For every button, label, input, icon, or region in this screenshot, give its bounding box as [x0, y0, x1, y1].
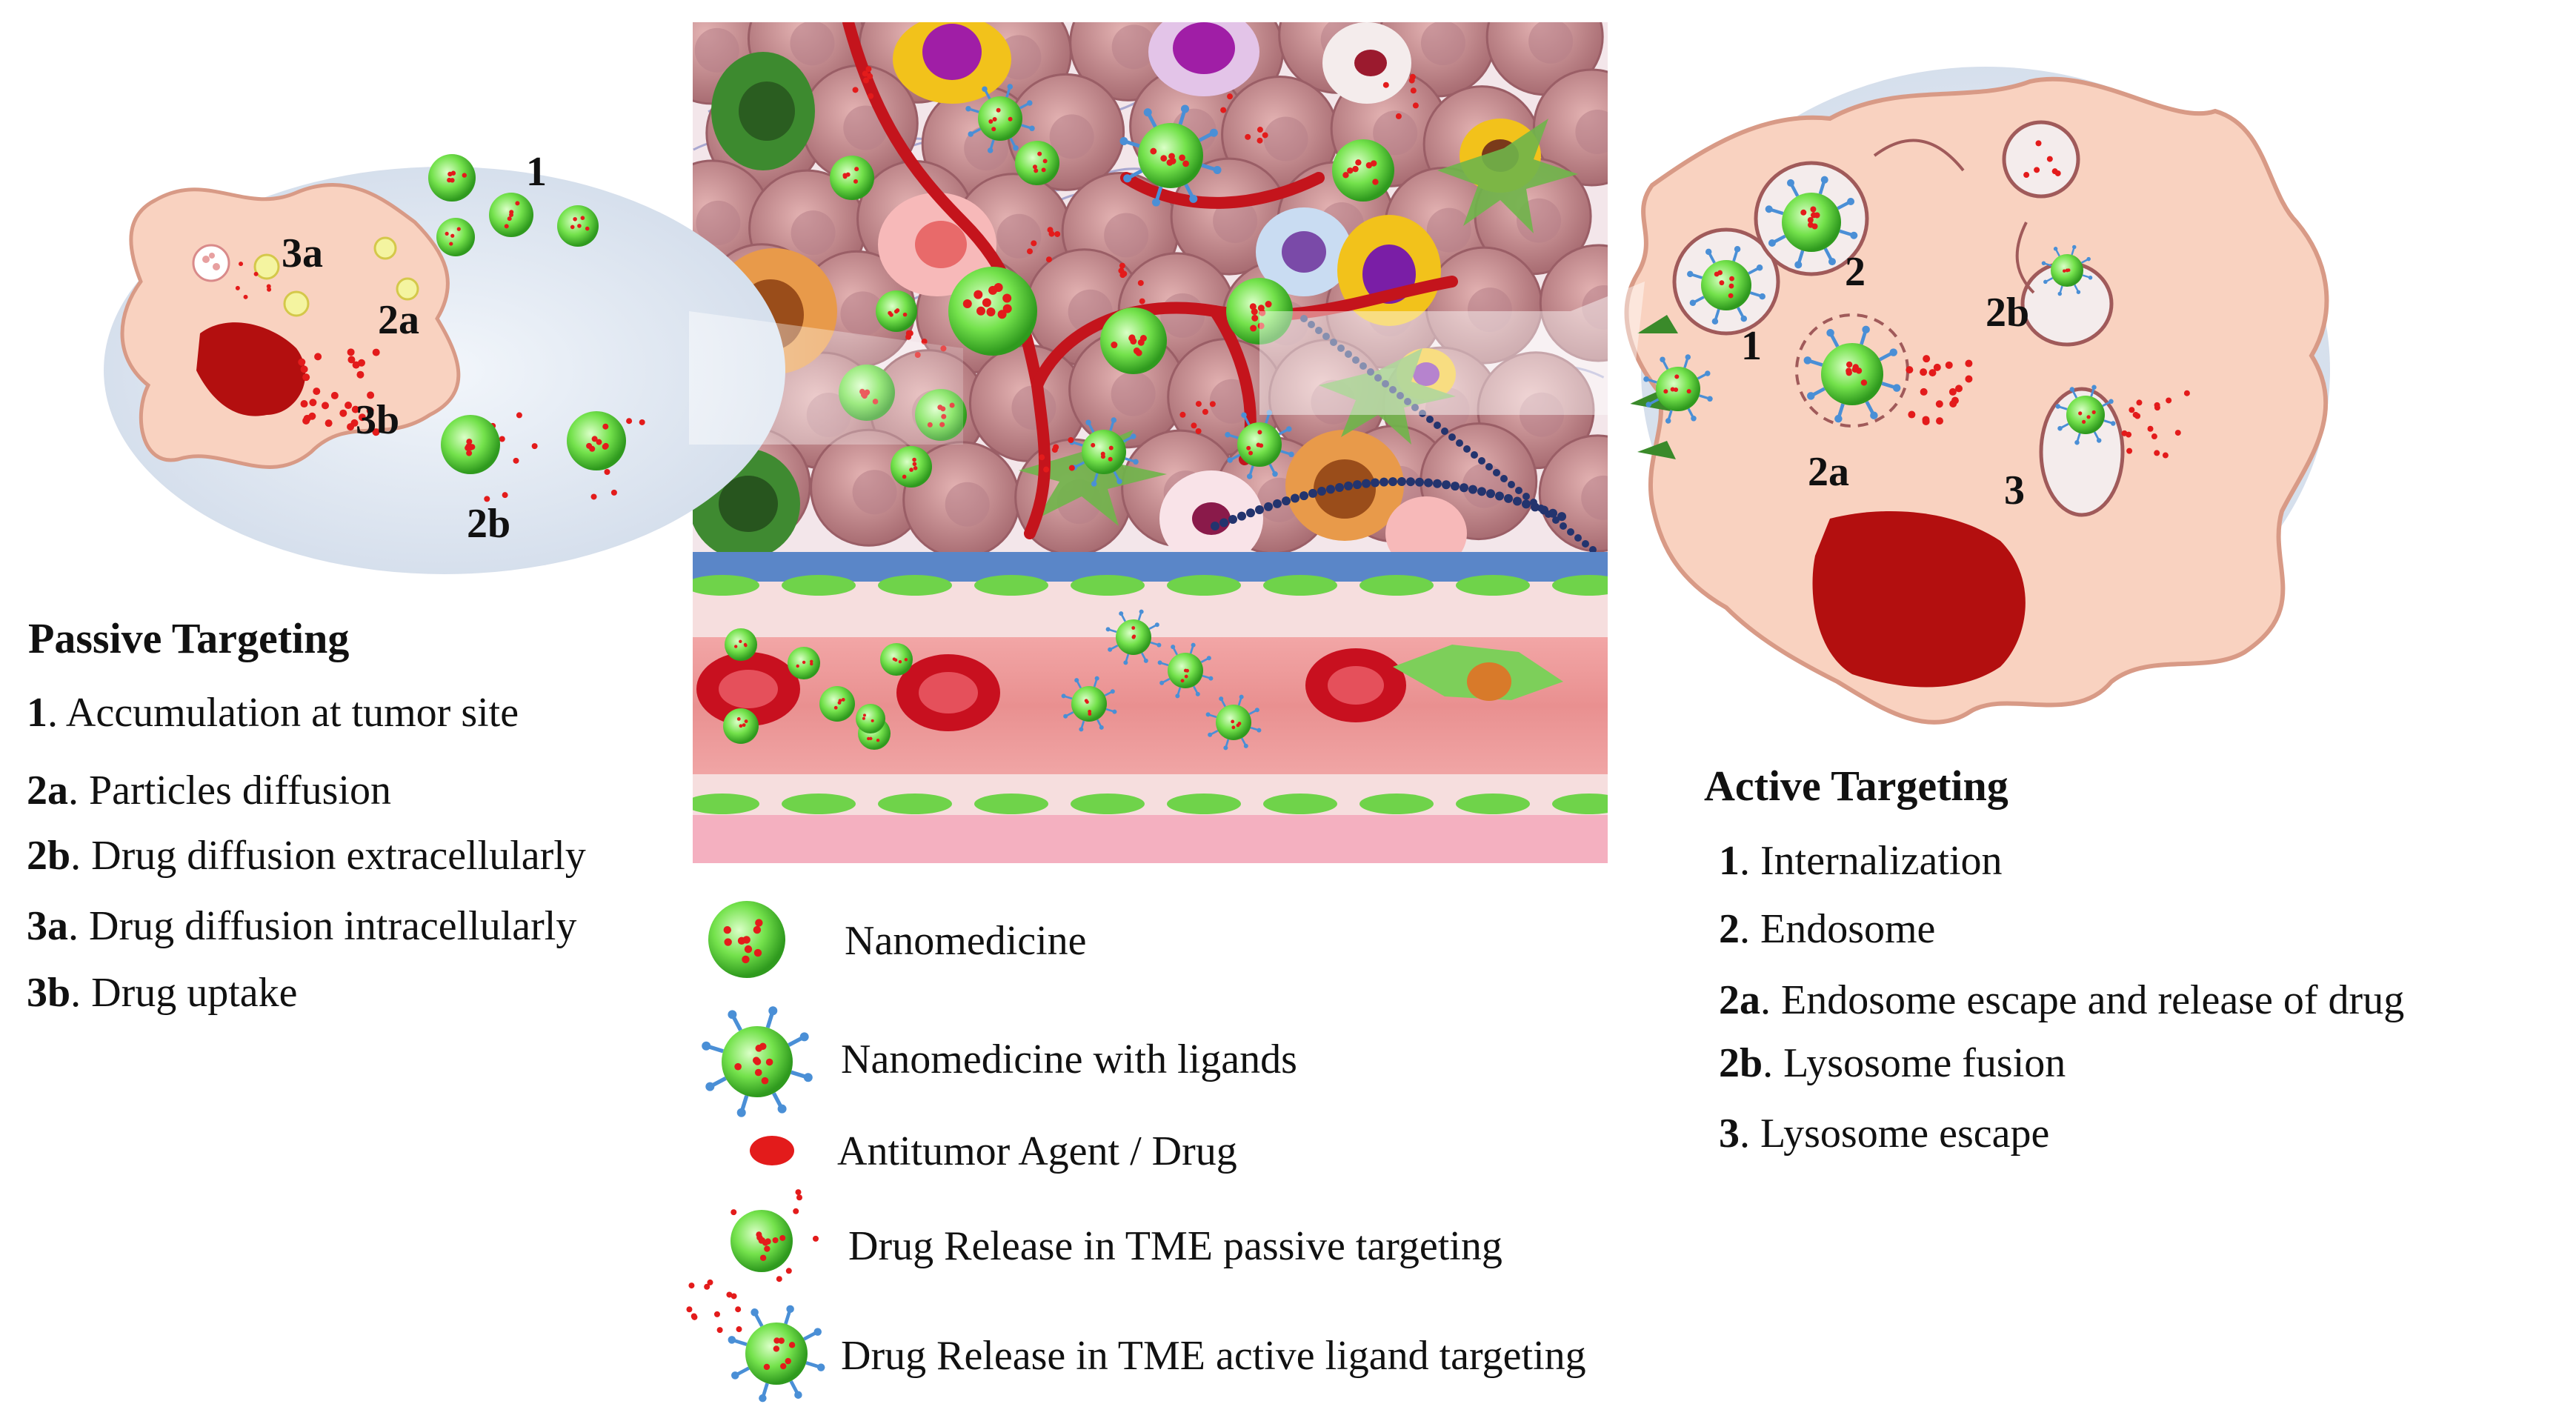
active-release-particle — [728, 1305, 825, 1403]
nanomedicine-ligands-icon — [702, 1006, 813, 1117]
legend-icons — [686, 901, 825, 1403]
nanomedicine-particle — [965, 84, 1035, 153]
nanomedicine-particle — [1105, 609, 1162, 665]
passive-heading: Passive Targeting — [28, 614, 350, 662]
active-item-2b: 2b. Lysosome fusion — [1719, 1040, 2066, 1086]
active-release-icon — [686, 1279, 825, 1403]
nanomedicine-particle — [1687, 246, 1765, 325]
active-item-2a: 2a. Endosome escape and release of drug — [1719, 977, 2405, 1023]
nanomedicine-particle — [819, 686, 855, 722]
passive-marker-2a: 2a — [378, 297, 419, 343]
nanomedicine-particle — [891, 446, 932, 488]
nanomedicine-particle — [725, 628, 757, 661]
nanomedicine-particle — [880, 643, 913, 676]
nanomedicine-particle — [788, 647, 820, 679]
nanomedicine-particle — [1225, 410, 1294, 479]
nanomedicine-particle — [948, 267, 1037, 356]
nanomedicine-particle — [1803, 325, 1901, 423]
passive-marker-3b: 3b — [356, 397, 399, 443]
active-item-2: 2. Endosome — [1719, 906, 1936, 952]
tumor-microenvironment-panel — [693, 22, 1608, 863]
left-drug-dots — [235, 262, 645, 502]
nanomedicine-particle — [723, 708, 759, 744]
active-targeting-bubble: 2 1 2b 2a 3 — [1624, 67, 2330, 725]
red-blood-cell-highlights — [719, 666, 1384, 713]
active-marker-1: 1 — [1741, 323, 1762, 369]
right-drug-dots — [1906, 140, 2190, 459]
nanomedicine-particle — [428, 154, 476, 202]
blood-vessel — [693, 552, 1608, 863]
passive-item-1: 1. Accumulation at tumor site — [27, 690, 519, 736]
nanomedicine-particle — [1332, 139, 1394, 202]
active-step-markers: 2 1 2b 2a 3 — [1741, 249, 2029, 513]
passive-item-3a: 3a. Drug diffusion intracellularly — [27, 903, 577, 949]
nanomedicine-particle — [489, 193, 533, 237]
active-marker-2b: 2b — [1986, 290, 2029, 336]
nanomedicine-particle — [2055, 385, 2116, 445]
passive-zoom-beam — [689, 311, 963, 445]
passive-targeting-bubble: 1 3a 2a 3b 2b — [104, 149, 785, 574]
nanomedicine-particle — [856, 704, 885, 733]
nanomedicine-particle — [1015, 141, 1059, 185]
nanomedicine-particle — [557, 205, 599, 247]
passive-release-particle — [730, 1210, 793, 1272]
nanomedicine-particle — [2041, 244, 2093, 296]
passive-release-icon — [730, 1189, 819, 1282]
nanomedicine-particle — [441, 415, 500, 474]
legend-label-nanomedicine-ligands: Nanomedicine with ligands — [841, 1037, 1297, 1082]
active-zoom-beam — [1259, 282, 1645, 415]
passive-marker-3a: 3a — [282, 230, 323, 276]
nanomedicine-particle — [1119, 104, 1222, 207]
nanomedicine-particle — [1765, 176, 1858, 269]
passive-item-2a: 2a. Particles diffusion — [27, 768, 392, 814]
active-item-3: 3. Lysosome escape — [1719, 1111, 2050, 1157]
fibroblasts — [1019, 119, 1578, 526]
active-marker-2: 2 — [1845, 249, 1866, 295]
passive-item-2b: 2b. Drug diffusion extracellularly — [27, 833, 586, 879]
legend-label-passive-release: Drug Release in TME passive targeting — [848, 1223, 1502, 1269]
active-marker-2a: 2a — [1808, 449, 1849, 495]
drug-icon — [750, 1136, 794, 1165]
passive-marker-1: 1 — [526, 149, 547, 195]
right-nanomedicine — [1643, 176, 2116, 445]
tumor-cell — [1539, 244, 1608, 362]
nanomedicine-particle — [1069, 417, 1139, 487]
passive-marker-2b: 2b — [467, 501, 510, 547]
nanomedicine-particle — [1226, 278, 1293, 345]
nanomedicine-particle — [436, 218, 475, 256]
nanomedicine-particle — [1643, 354, 1713, 424]
nanomedicine-particle — [830, 156, 874, 200]
passive-step-markers: 1 3a 2a 3b 2b — [282, 149, 547, 547]
nanomedicine-particle — [1205, 694, 1262, 751]
nanomedicine-particle — [1100, 307, 1167, 374]
active-heading: Active Targeting — [1704, 762, 2008, 810]
legend-label-drug: Antitumor Agent / Drug — [837, 1128, 1237, 1174]
nanomedicine-particle — [1061, 676, 1117, 732]
immune-cells — [693, 22, 1541, 570]
nanomedicine-icon — [708, 901, 785, 978]
nanomedicine-in-tissue — [830, 84, 1394, 488]
left-nanomedicine — [428, 154, 626, 474]
nanomedicine-particle — [876, 290, 917, 332]
chemokine-chains — [1211, 315, 1597, 553]
nanomedicine-particle — [1157, 642, 1214, 699]
active-item-1: 1. Internalization — [1719, 838, 2003, 884]
drug-dots-in-tissue — [852, 66, 1419, 473]
legend-label-active-release: Drug Release in TME active ligand target… — [841, 1333, 1586, 1379]
tumor-cell — [1532, 68, 1608, 187]
legend-label-nanomedicine: Nanomedicine — [845, 918, 1087, 964]
active-marker-3: 3 — [2004, 468, 2025, 513]
passive-item-3b: 3b. Drug uptake — [27, 970, 298, 1016]
nanomedicine-particle — [567, 411, 626, 470]
